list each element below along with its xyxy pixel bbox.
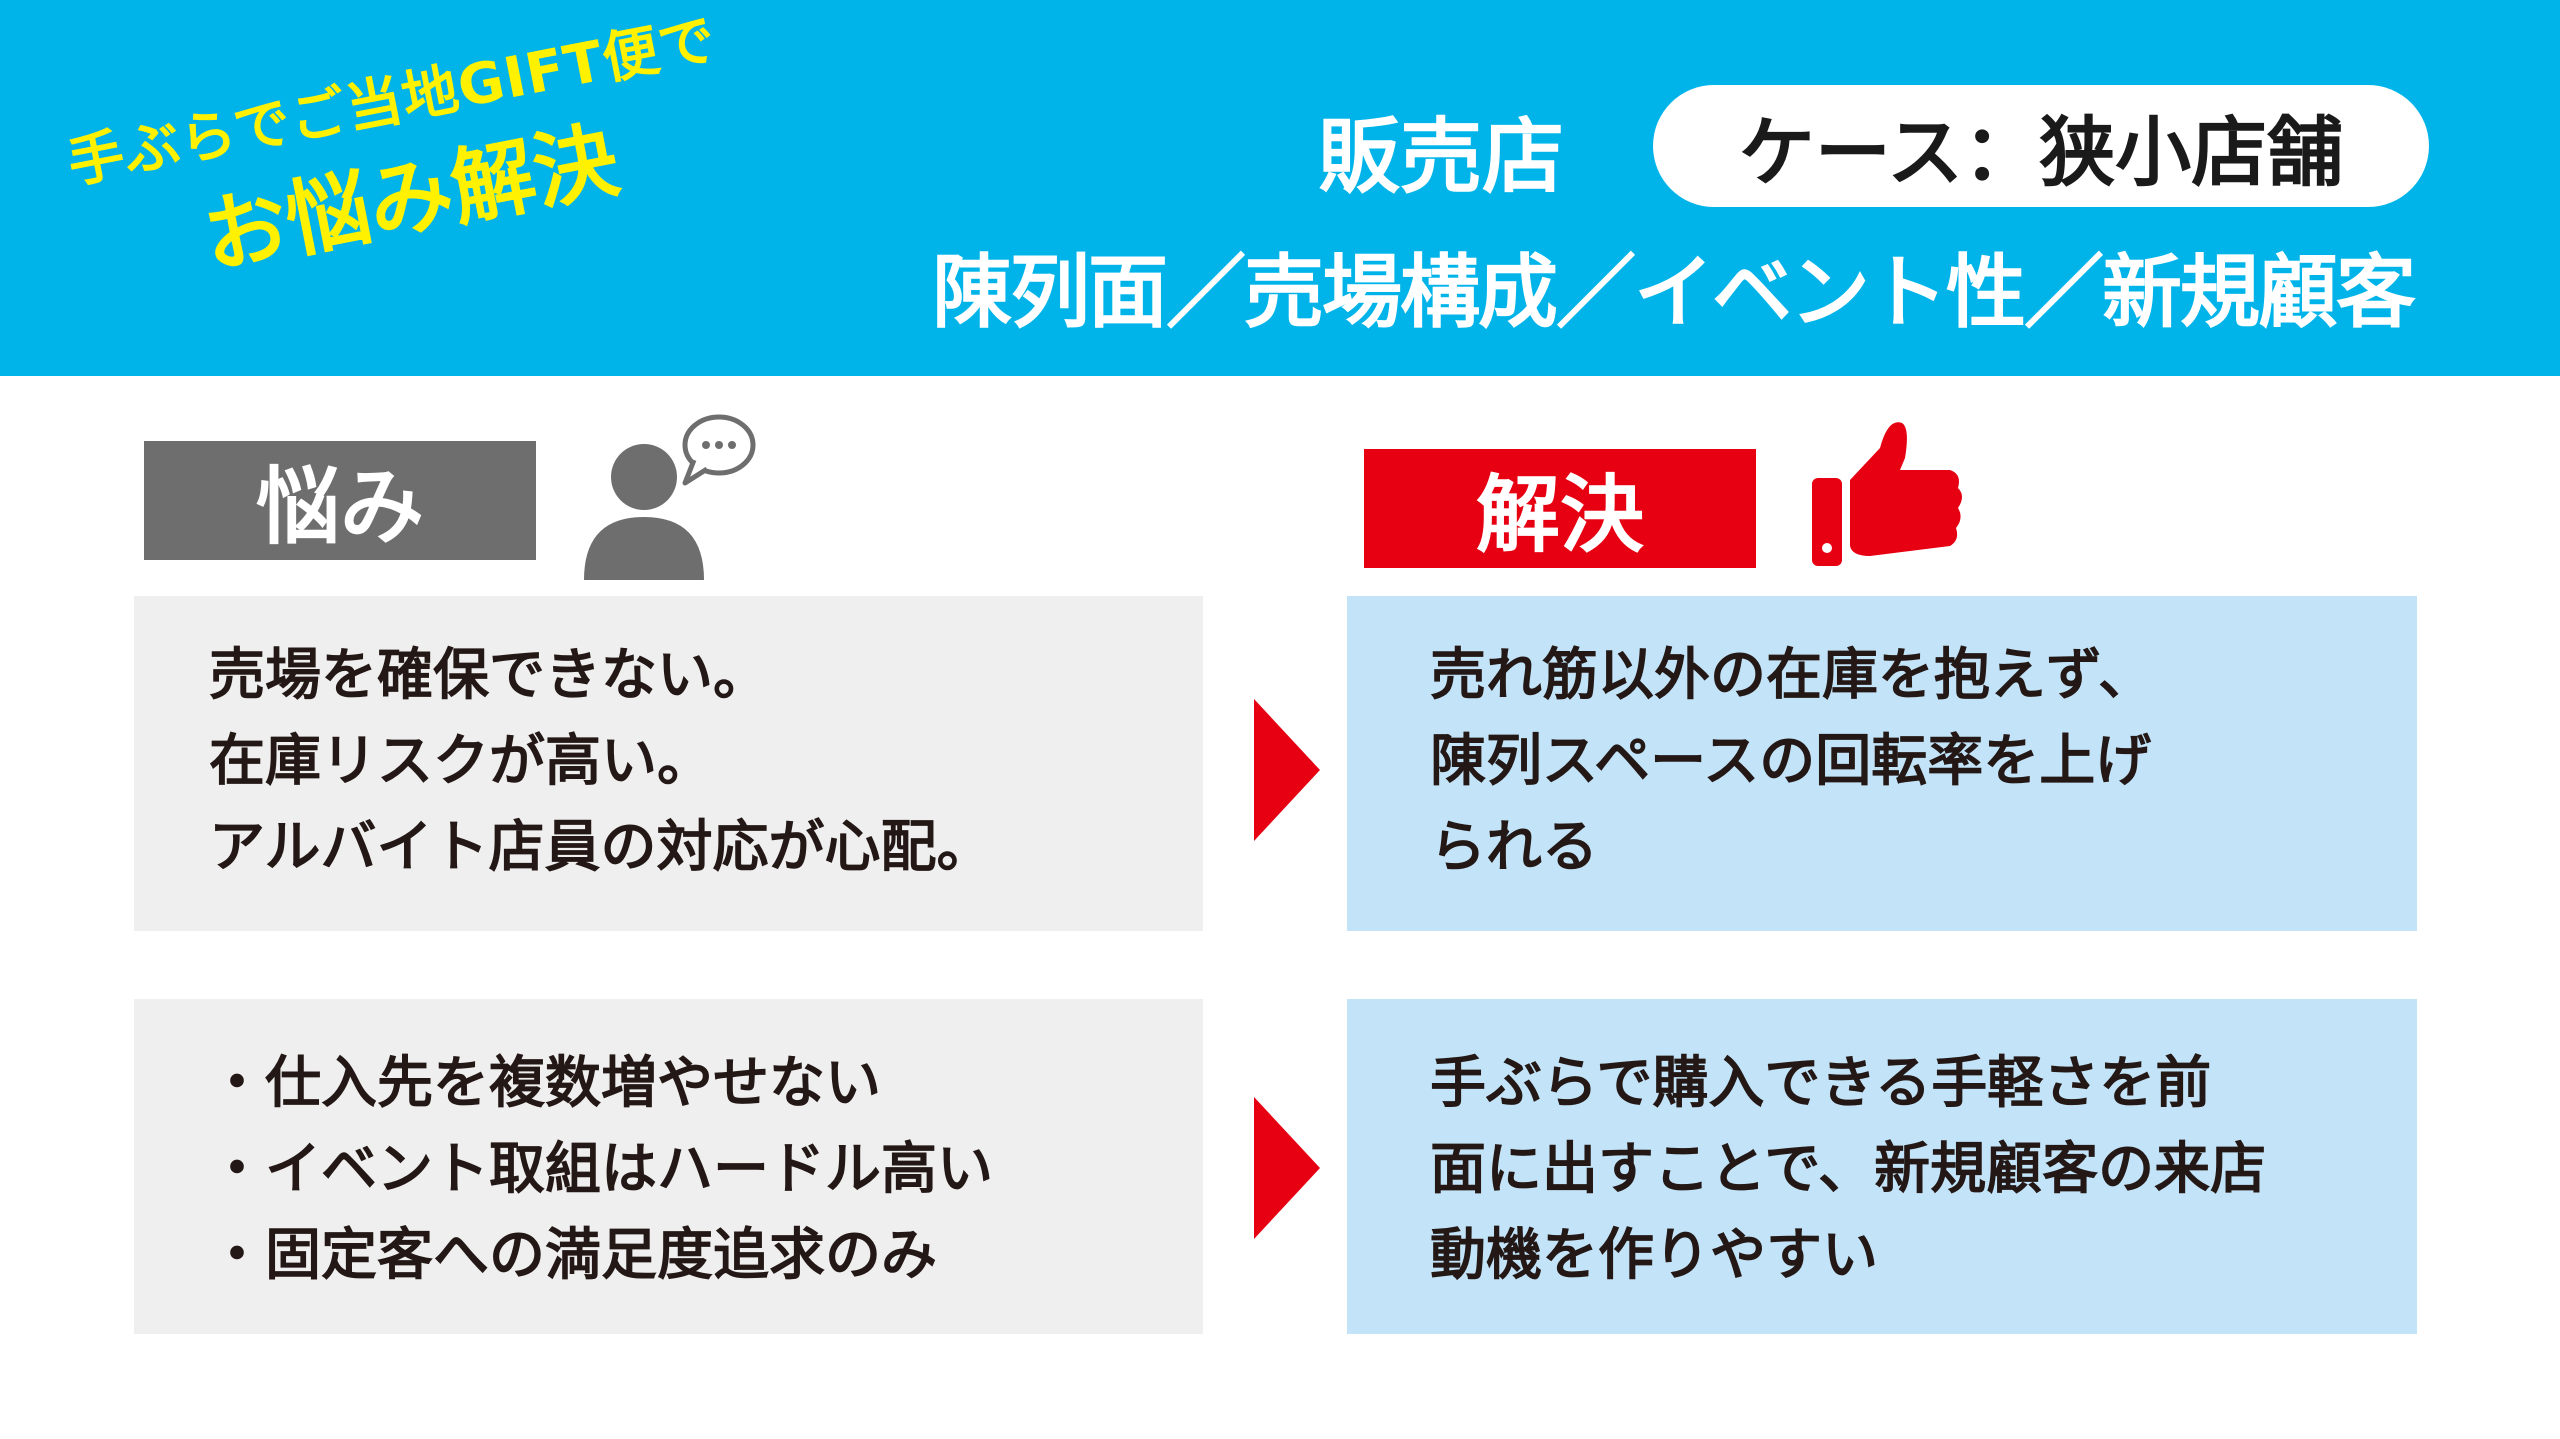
category-title: 販売店 bbox=[1318, 110, 1565, 205]
worry-text: 在庫リスクが高い。 bbox=[209, 729, 713, 794]
solution-box-1: 売れ筋以外の在庫を抱えず、 陳列スペースの回転率を上げ られる bbox=[1347, 596, 2417, 931]
solution-label: 解決 bbox=[1364, 449, 1756, 568]
worry-text: ・イベント取組はハードル高い bbox=[209, 1137, 993, 1202]
worry-text: ・仕入先を複数増やせない bbox=[209, 1051, 881, 1116]
person-speech-icon bbox=[584, 414, 756, 580]
solution-text: 売れ筋以外の在庫を抱えず、 bbox=[1430, 643, 2155, 708]
arrow-right-icon bbox=[1254, 1097, 1320, 1239]
solution-text: 手ぶらで購入できる手軽さを前 bbox=[1430, 1051, 2212, 1116]
worry-text: ・固定客への満足度追求のみ bbox=[209, 1223, 937, 1288]
worry-text: 売場を確保できない。 bbox=[209, 643, 769, 708]
solution-text: 面に出すことで、新規顧客の来店 bbox=[1430, 1137, 2267, 1202]
solution-text: 動機を作りやすい bbox=[1430, 1223, 1878, 1288]
thumbs-up-icon bbox=[1812, 422, 1962, 566]
arrow-right-icon bbox=[1254, 699, 1320, 841]
header-banner: 手ぶらでご当地GIFT便で お悩み解決 販売店 ケース：狭小店舗 陳列面／売場構… bbox=[0, 0, 2560, 376]
worry-box-2: ・仕入先を複数増やせない ・イベント取組はハードル高い ・固定客への満足度追求の… bbox=[134, 999, 1203, 1334]
worry-box-1: 売場を確保できない。 在庫リスクが高い。 アルバイト店員の対応が心配。 bbox=[134, 596, 1203, 931]
topics-line: 陳列面／売場構成／イベント性／新規顧客 bbox=[932, 246, 2416, 339]
tagline: 手ぶらでご当地GIFT便で お悩み解決 bbox=[60, 0, 744, 314]
solution-box-2: 手ぶらで購入できる手軽さを前 面に出すことで、新規顧客の来店 動機を作りやすい bbox=[1347, 999, 2417, 1334]
worry-label: 悩み bbox=[144, 441, 536, 560]
solution-text: られる bbox=[1430, 815, 1598, 880]
worry-text: アルバイト店員の対応が心配。 bbox=[209, 815, 993, 880]
solution-text: 陳列スペースの回転率を上げ bbox=[1430, 729, 2152, 794]
case-badge: ケース：狭小店舗 bbox=[1653, 85, 2429, 207]
